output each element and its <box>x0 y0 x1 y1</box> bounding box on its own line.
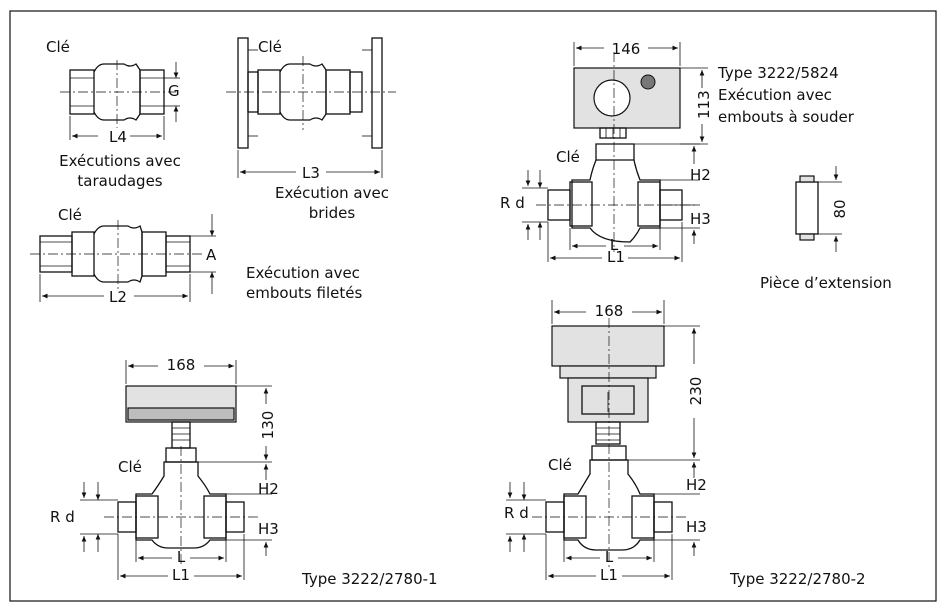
caption-5824-2: Exécution avec <box>718 86 832 104</box>
dim-l1-label: L1 <box>600 566 618 584</box>
dim-l-label: L <box>609 236 619 254</box>
dim-l1-label: L1 <box>607 248 625 266</box>
dim-l4-label: L4 <box>109 128 127 146</box>
valve-2780-2 <box>506 300 700 580</box>
dim-230-label: 230 <box>687 376 705 406</box>
label-cle: Clé <box>556 148 580 166</box>
valve-2780-1 <box>80 360 272 580</box>
dim-h2-label: H2 <box>690 166 711 184</box>
dim-168-label: 168 <box>594 302 624 320</box>
caption-taraudages-2: taraudages <box>77 172 163 190</box>
border-frame <box>9 10 937 602</box>
dim-h3-label: H3 <box>690 210 711 228</box>
caption-5824-3: embouts à souder <box>718 108 854 126</box>
caption-filetes-1: Exécution avec <box>246 264 360 282</box>
dim-113-label: 113 <box>695 90 713 119</box>
extension-piece <box>795 166 842 252</box>
dim-h3-label: H3 <box>258 520 279 538</box>
dim-l-label: L <box>176 548 186 566</box>
caption-filetes-2: embouts filetés <box>246 284 363 302</box>
caption-2780-1: Type 3222/2780-1 <box>302 570 438 588</box>
label-cle: Clé <box>258 38 282 56</box>
caption-brides-2: brides <box>308 204 356 222</box>
valve-5824 <box>522 42 708 262</box>
dim-rd-label: R d <box>50 508 75 526</box>
dim-rd-label: R d <box>504 504 529 522</box>
dim-rd-label: R d <box>500 194 525 212</box>
dim-h2-label: H2 <box>258 480 279 498</box>
dim-l3-label: L3 <box>302 164 320 182</box>
dim-l1-label: L1 <box>172 566 190 584</box>
label-cle: Clé <box>118 458 142 476</box>
dim-a-label: A <box>206 246 217 264</box>
dim-l2-label: L2 <box>109 288 127 306</box>
valve-taraudages <box>60 60 180 140</box>
label-cle: Clé <box>548 456 572 474</box>
valve-filetes <box>30 214 216 302</box>
caption-5824-1: Type 3222/5824 <box>718 64 839 82</box>
dim-80-label: 80 <box>831 199 849 219</box>
dim-130-label: 130 <box>259 410 277 440</box>
valve-brides <box>226 37 396 178</box>
dim-h2-label: H2 <box>686 476 707 494</box>
dim-146-label: 146 <box>611 40 641 58</box>
dim-g-label: G <box>168 82 180 100</box>
label-cle: Clé <box>58 206 82 224</box>
caption-brides-1: Exécution avec <box>275 184 389 202</box>
dim-168-label: 168 <box>166 356 196 374</box>
label-cle: Clé <box>46 38 70 56</box>
dim-h3-label: H3 <box>686 518 707 536</box>
dim-l-label: L <box>604 548 614 566</box>
caption-taraudages-1: Exécutions avec <box>59 152 181 170</box>
caption-extension: Pièce d’extension <box>760 274 892 292</box>
caption-2780-2: Type 3222/2780-2 <box>730 570 866 588</box>
